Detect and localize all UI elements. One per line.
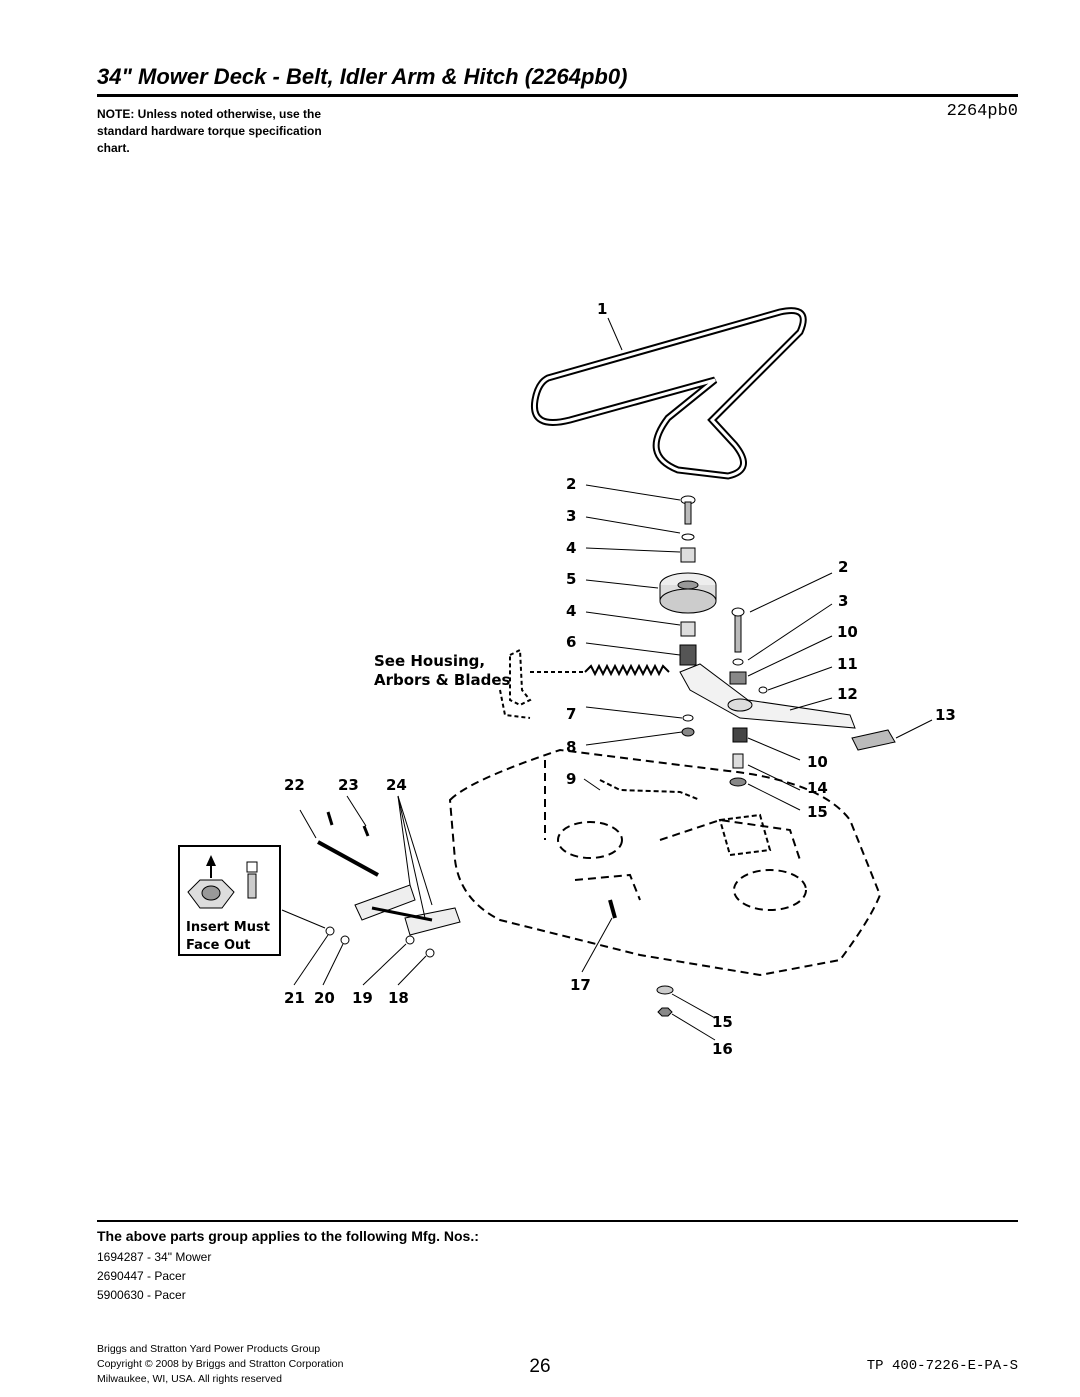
insert-label-line1: Insert Must bbox=[186, 920, 270, 935]
callout-2: 2 bbox=[566, 475, 576, 493]
callout-7: 7 bbox=[566, 705, 576, 723]
mower-deck-icon bbox=[448, 748, 882, 977]
footer-line1: Briggs and Stratton Yard Power Products … bbox=[97, 1343, 321, 1355]
v-belt-icon bbox=[530, 307, 807, 480]
footer-copyright: Briggs and Stratton Yard Power Products … bbox=[97, 1342, 343, 1387]
callout-2b: 2 bbox=[838, 558, 848, 576]
lock-nut-icon bbox=[187, 861, 258, 909]
callout-15: 15 bbox=[807, 803, 828, 821]
callout-4: 4 bbox=[566, 539, 576, 557]
insert-note-box: Insert Must Face Out bbox=[178, 845, 281, 956]
callout-18: 18 bbox=[388, 989, 409, 1007]
hitch-icon bbox=[317, 811, 461, 958]
page-title: 34" Mower Deck - Belt, Idler Arm & Hitch… bbox=[97, 64, 628, 89]
document-id: TP 400-7226-E-PA-S bbox=[866, 1358, 1018, 1374]
housing-bracket-icon bbox=[499, 648, 585, 719]
callout-8: 8 bbox=[566, 738, 576, 756]
callout-10: 10 bbox=[837, 623, 858, 641]
callout-16: 16 bbox=[712, 1040, 733, 1058]
callout-20: 20 bbox=[314, 989, 335, 1007]
pulley-icon bbox=[659, 572, 717, 614]
callout-3: 3 bbox=[566, 507, 576, 525]
title-rule bbox=[97, 94, 1018, 97]
callout-15b: 15 bbox=[712, 1013, 733, 1031]
bottom-hardware-icon bbox=[608, 899, 674, 1017]
callout-13: 13 bbox=[935, 706, 956, 724]
callout-11: 11 bbox=[837, 655, 858, 673]
callout-3b: 3 bbox=[838, 592, 848, 610]
page-number: 26 bbox=[529, 1356, 551, 1377]
applies-rule bbox=[97, 1220, 1018, 1222]
insert-label-line2: Face Out bbox=[186, 938, 250, 953]
parts-diagram: Insert Must Face Out bbox=[178, 300, 956, 1058]
diagram-code: 2264pb0 bbox=[946, 102, 1018, 121]
callout-6: 6 bbox=[566, 633, 576, 651]
spring-icon bbox=[584, 663, 670, 677]
callout-14: 14 bbox=[807, 779, 828, 797]
callout-5: 5 bbox=[566, 570, 576, 588]
callout-9: 9 bbox=[566, 770, 576, 788]
torque-note: NOTE: Unless noted otherwise, use the st… bbox=[97, 107, 322, 155]
see-housing-line2: Arbors & Blades bbox=[374, 671, 511, 689]
leader-lines bbox=[281, 317, 933, 1041]
deck-rear-bracket-icon bbox=[599, 779, 772, 857]
callout-10b: 10 bbox=[807, 753, 828, 771]
pulley-stack-icon bbox=[659, 495, 717, 737]
callout-4b: 4 bbox=[566, 602, 576, 620]
applies-heading: The above parts group applies to the fol… bbox=[97, 1228, 479, 1244]
callout-1: 1 bbox=[597, 300, 607, 318]
mfg-item: 5900630 - Pacer bbox=[97, 1288, 186, 1302]
idler-arm-icon bbox=[679, 607, 896, 787]
callout-12: 12 bbox=[837, 685, 858, 703]
footer-line3: Milwaukee, WI, USA. All rights reserved bbox=[97, 1373, 282, 1385]
footer-line2: Copyright © 2008 by Briggs and Stratton … bbox=[97, 1358, 344, 1370]
mfg-list: 1694287 - 34" Mower 2690447 - Pacer 5900… bbox=[97, 1248, 211, 1305]
mfg-item: 1694287 - 34" Mower bbox=[97, 1250, 212, 1264]
callout-17: 17 bbox=[570, 976, 591, 994]
callout-22: 22 bbox=[284, 776, 305, 794]
mfg-item: 2690447 - Pacer bbox=[97, 1269, 186, 1283]
callout-21: 21 bbox=[284, 989, 305, 1007]
callout-24: 24 bbox=[386, 776, 407, 794]
see-housing-line1: See Housing, bbox=[374, 652, 485, 670]
callout-19: 19 bbox=[352, 989, 373, 1007]
callout-23: 23 bbox=[338, 776, 359, 794]
